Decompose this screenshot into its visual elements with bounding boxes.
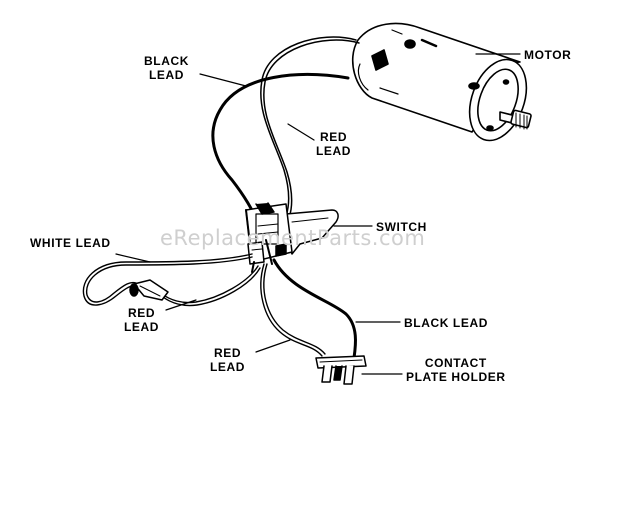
label-red-lead-left-line2: LEAD xyxy=(124,320,160,334)
label-contact-plate-holder-line2: PLATE HOLDER xyxy=(406,370,506,384)
label-black-lead-top-line2: LEAD xyxy=(148,68,185,82)
label-red-lead-left: RED LEAD xyxy=(124,306,159,334)
label-white-lead: WHITE LEAD xyxy=(30,236,111,250)
label-red-lead-bottom-line2: LEAD xyxy=(210,360,246,374)
label-red-lead-upper: RED LEAD xyxy=(316,130,351,158)
black-lead-wire-right xyxy=(272,258,358,360)
label-black-lead-right: BLACK LEAD xyxy=(404,316,488,330)
red-lead-wire-bottom xyxy=(260,263,326,357)
label-red-lead-upper-line1: RED xyxy=(319,130,348,144)
label-red-lead-bottom-line1: RED xyxy=(213,346,242,360)
leader-white-lead xyxy=(115,253,151,263)
white-lead-wire xyxy=(82,253,253,306)
red-lead-wire-left xyxy=(161,265,261,307)
label-contact-plate-holder: CONTACT PLATE HOLDER xyxy=(406,356,506,384)
watermark: eReplacementParts.com xyxy=(160,226,426,250)
leader-red-lead-bottom xyxy=(255,339,291,353)
label-red-lead-left-line1: RED xyxy=(127,306,156,320)
black-lead-wire-top xyxy=(211,73,350,220)
leader-red-lead-upper xyxy=(287,123,315,141)
label-black-lead-top: BLACK LEAD xyxy=(144,54,189,82)
label-switch: SWITCH xyxy=(376,220,427,234)
leader-lines xyxy=(115,53,521,375)
motor-drawing xyxy=(351,22,532,142)
label-contact-plate-holder-line1: CONTACT xyxy=(424,356,487,370)
lead-connector xyxy=(129,279,169,301)
label-red-lead-bottom: RED LEAD xyxy=(210,346,245,374)
label-motor: MOTOR xyxy=(524,48,572,62)
leader-red-lead-left xyxy=(165,299,197,311)
label-red-lead-upper-line2: LEAD xyxy=(316,144,352,158)
leader-black-lead-top xyxy=(199,73,247,87)
switch-drawing xyxy=(245,202,339,273)
label-black-lead-top-line1: BLACK xyxy=(144,54,189,68)
red-lead-wire-upper xyxy=(260,36,360,219)
contact-plate-holder-drawing xyxy=(315,355,367,385)
